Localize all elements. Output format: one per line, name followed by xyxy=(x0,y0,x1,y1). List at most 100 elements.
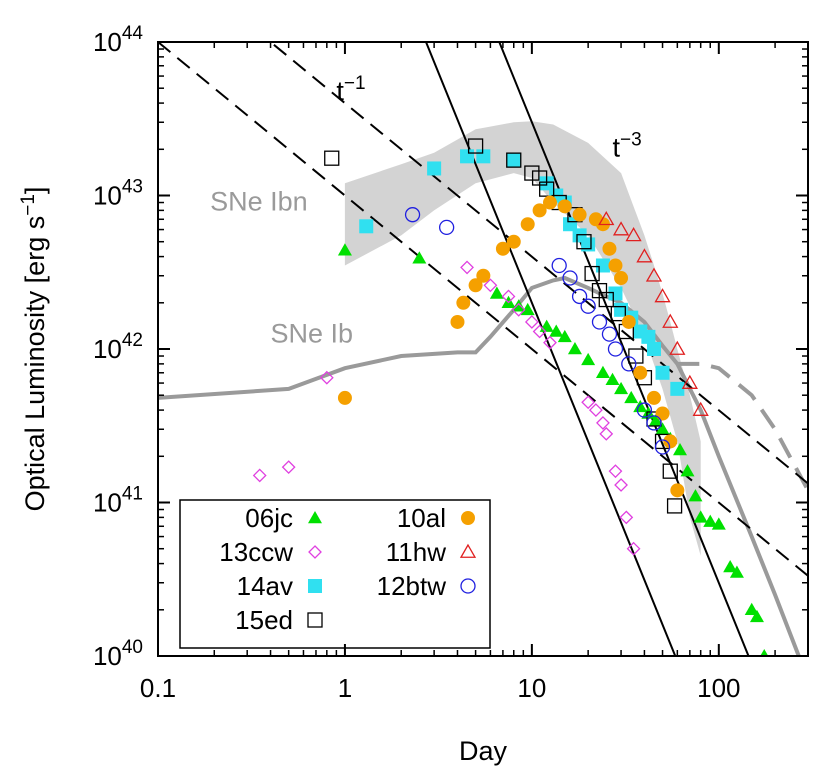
point-12btw xyxy=(601,326,618,342)
series-06jc xyxy=(337,243,769,656)
y-axis-label-sup: −1 xyxy=(18,194,39,216)
point-12btw xyxy=(404,207,421,223)
legend-marker-10al xyxy=(461,511,475,525)
annotation-text: t xyxy=(336,76,344,106)
annotation-3: SNe Ibn xyxy=(210,186,308,216)
series-10al xyxy=(337,195,685,498)
point-06jc xyxy=(511,299,526,312)
point-14av xyxy=(563,217,578,232)
point-15ed xyxy=(539,181,555,197)
annotation-text: SNe Ib xyxy=(271,319,354,349)
y-tick-base: 10 xyxy=(93,181,122,211)
point-06jc xyxy=(549,324,564,337)
point-13ccw xyxy=(281,460,296,475)
point-06jc xyxy=(680,464,695,477)
legend-marker-15ed xyxy=(307,612,323,628)
point-14av xyxy=(359,219,374,234)
point-10al xyxy=(456,295,471,310)
point-10al xyxy=(532,203,547,218)
data-points-layer xyxy=(252,138,769,656)
point-10al xyxy=(572,207,587,222)
point-13ccw xyxy=(599,426,614,441)
point-06jc xyxy=(688,489,703,502)
point-12btw xyxy=(621,356,637,372)
point-12btw xyxy=(591,314,608,330)
point-11hw xyxy=(612,221,630,236)
point-13ccw xyxy=(460,260,474,275)
legend-label-06jc: 06jc xyxy=(245,503,293,533)
point-15ed xyxy=(610,305,626,322)
guide-line-1 xyxy=(268,42,808,485)
y-tick-exponent: 43 xyxy=(122,177,143,198)
x-tick-label: 1 xyxy=(338,673,352,703)
point-06jc xyxy=(520,302,535,316)
legend-marker-13ccw xyxy=(308,545,322,559)
point-14av xyxy=(427,161,442,176)
point-15ed xyxy=(584,265,600,282)
point-10al xyxy=(602,241,617,256)
point-10al xyxy=(614,271,629,286)
point-12btw xyxy=(607,341,624,357)
y-tick-base: 10 xyxy=(93,488,122,518)
point-10al xyxy=(506,234,521,249)
point-13ccw xyxy=(581,395,596,410)
y-axis-label-close: ] xyxy=(20,187,50,195)
y-tick-label: 1044 xyxy=(93,23,143,57)
point-06jc xyxy=(581,352,596,366)
point-14av xyxy=(581,237,596,252)
point-06jc xyxy=(672,442,687,456)
y-tick-exponent: 42 xyxy=(122,330,143,351)
ibn-band xyxy=(344,121,701,556)
legend-label-14av: 14av xyxy=(237,571,293,601)
point-10al xyxy=(520,217,535,232)
point-10al xyxy=(621,314,636,329)
point-11hw xyxy=(669,340,686,355)
point-10al xyxy=(663,434,678,449)
annotation-sup: −1 xyxy=(344,73,366,94)
point-14av xyxy=(670,381,685,396)
point-12btw xyxy=(551,257,567,274)
point-12btw xyxy=(580,298,596,314)
y-axis-label: Optical Luminosity [erg s−1] xyxy=(18,187,50,512)
point-13ccw xyxy=(626,541,641,556)
point-11hw xyxy=(654,288,671,303)
point-13ccw xyxy=(252,468,267,483)
point-06jc xyxy=(633,399,648,413)
point-11hw xyxy=(636,248,653,263)
series-13ccw xyxy=(252,260,641,556)
y-tick-base: 10 xyxy=(93,334,122,364)
annotation-sup: −3 xyxy=(620,129,642,150)
point-06jc xyxy=(557,329,572,343)
y-tick-base: 10 xyxy=(93,641,122,671)
point-11hw xyxy=(645,267,663,282)
legend-marker-12btw xyxy=(460,578,476,594)
point-06jc xyxy=(412,251,427,264)
ib-template-layer xyxy=(158,275,808,656)
y-axis-label-main: Optical Luminosity [erg s xyxy=(20,216,50,512)
legend-label-10al: 10al xyxy=(397,503,446,533)
point-13ccw xyxy=(511,302,526,317)
y-tick-exponent: 44 xyxy=(122,23,144,44)
x-tick-label: 100 xyxy=(697,673,740,703)
point-14av xyxy=(655,365,670,380)
point-10al xyxy=(557,199,572,214)
point-11hw xyxy=(662,313,679,328)
point-13ccw xyxy=(543,335,557,350)
point-10al xyxy=(337,390,352,405)
point-06jc xyxy=(729,565,744,578)
point-14av xyxy=(595,258,610,273)
annotation-4: SNe Ib xyxy=(271,319,354,349)
guide-lines-layer xyxy=(158,42,808,656)
point-15ed xyxy=(576,234,592,250)
point-14av xyxy=(460,149,475,164)
point-13ccw xyxy=(596,415,610,430)
point-12btw xyxy=(571,288,588,305)
point-06jc xyxy=(337,243,352,256)
point-14av xyxy=(476,149,491,164)
point-12btw xyxy=(654,439,671,455)
point-15ed xyxy=(628,348,644,364)
ibn-band-layer xyxy=(344,121,701,556)
